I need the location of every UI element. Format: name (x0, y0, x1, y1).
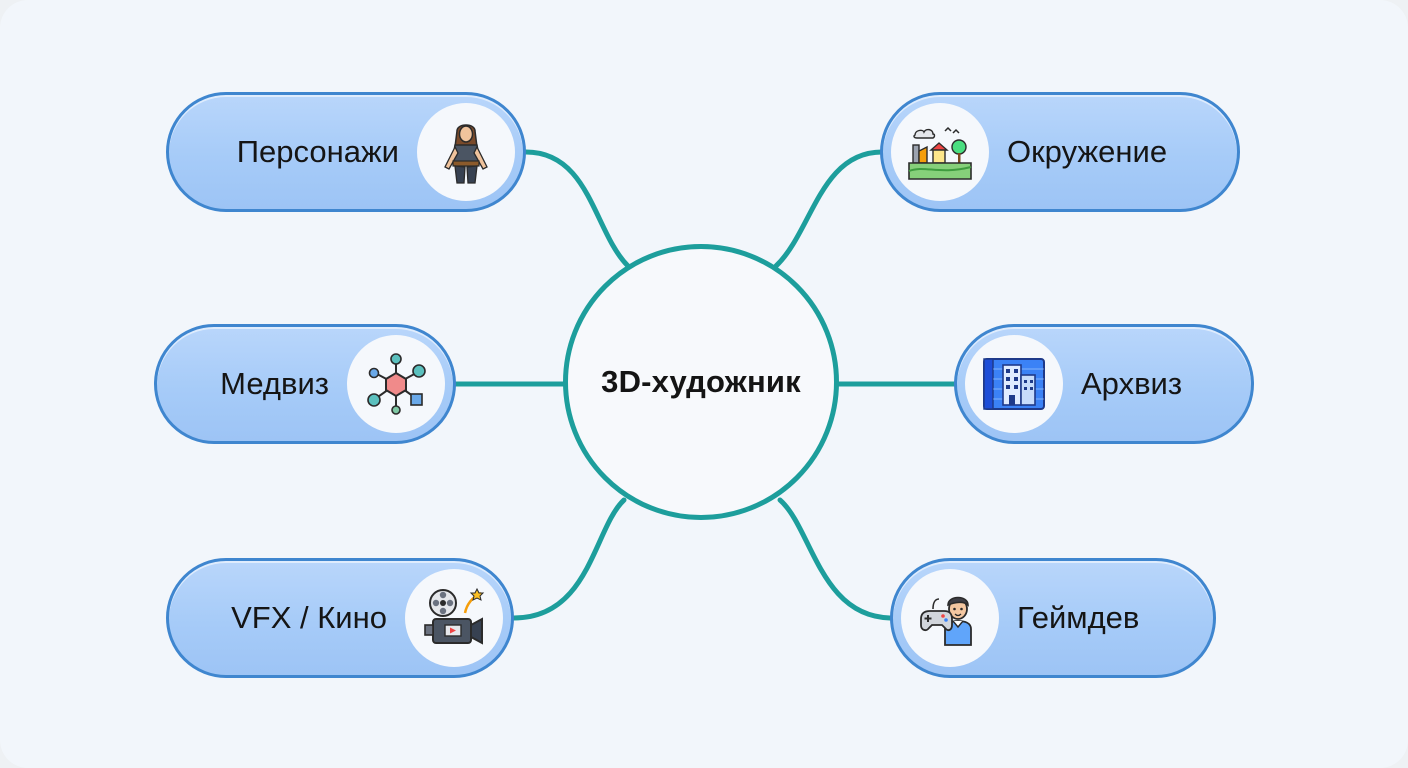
landscape-icon (891, 103, 989, 201)
node-gamedev-label: Геймдев (1017, 600, 1140, 635)
node-gamedev[interactable]: Геймдев (890, 558, 1216, 678)
molecule-icon (347, 335, 445, 433)
node-characters[interactable]: Персонажи (166, 92, 526, 212)
node-characters-label: Персонажи (236, 134, 399, 169)
building-blueprint-icon (965, 335, 1063, 433)
film-camera-icon (405, 569, 503, 667)
node-archviz[interactable]: Архвиз (954, 324, 1254, 444)
connector-environment (773, 149, 885, 269)
connector-gamedev (777, 497, 895, 621)
node-medviz[interactable]: Медвиз (154, 324, 456, 444)
node-archviz-label: Архвиз (1081, 366, 1183, 401)
gamer-icon (901, 569, 999, 667)
character-icon (417, 103, 515, 201)
node-medviz-label: Медвиз (220, 366, 329, 401)
center-node[interactable]: 3D-художник (563, 244, 839, 520)
node-vfx[interactable]: VFX / Кино (166, 558, 514, 678)
node-environment[interactable]: Окружение (880, 92, 1240, 212)
connector-characters (523, 149, 631, 269)
node-environment-label: Окружение (1007, 134, 1168, 169)
connector-vfx (511, 497, 627, 621)
center-label: 3D-художник (601, 364, 801, 399)
node-vfx-label: VFX / Кино (231, 600, 387, 635)
